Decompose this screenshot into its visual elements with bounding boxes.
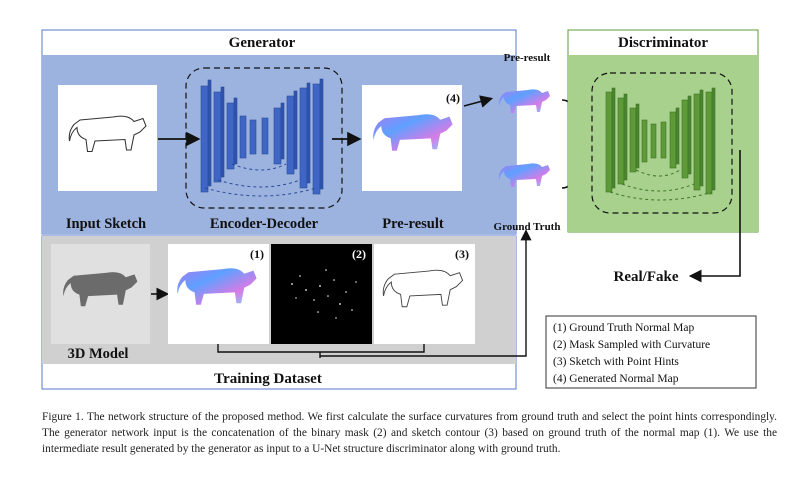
marker-1: (1) bbox=[250, 247, 264, 261]
legend-item-3: (3) Sketch with Point Hints bbox=[553, 356, 679, 368]
ground-truth-normal-image bbox=[168, 244, 269, 344]
discriminator-title: Discriminator bbox=[618, 35, 708, 51]
preresult-label: Pre-result bbox=[382, 216, 444, 232]
legend-item-2: (2) Mask Sampled with Curvature bbox=[553, 339, 710, 351]
preresult-marker: (4) bbox=[446, 91, 460, 105]
marker-3: (3) bbox=[455, 247, 469, 261]
network-diagram: Generator Input Sketch Encoder- bbox=[41, 29, 759, 390]
discriminator-skip-connections bbox=[609, 169, 713, 201]
discriminator-panel: Discriminator bbox=[567, 29, 759, 233]
generator-panel: Generator Input Sketch Encoder- bbox=[41, 29, 517, 235]
encoder-decoder-label: Encoder-Decoder bbox=[210, 216, 319, 232]
3d-model-label: 3D Model bbox=[68, 346, 129, 362]
sketch-with-hints-image bbox=[374, 244, 475, 344]
skip-connections bbox=[204, 163, 317, 197]
training-dataset-title: Training Dataset bbox=[214, 371, 322, 387]
input-sketch-image bbox=[58, 85, 157, 191]
curvature-mask-image bbox=[271, 244, 372, 344]
legend-item-1: (1) Ground Truth Normal Map bbox=[553, 322, 694, 334]
discriminator-frame bbox=[591, 72, 733, 214]
discriminator-blocks bbox=[605, 87, 716, 195]
figure-caption: Figure 1. The network structure of the p… bbox=[42, 411, 777, 455]
arrow-dataset-to-ground-truth bbox=[320, 229, 532, 357]
encoder-decoder-blocks bbox=[200, 78, 324, 195]
encoder-decoder-frame bbox=[185, 67, 343, 209]
dataset-brace bbox=[217, 344, 425, 358]
mask-points bbox=[291, 269, 357, 319]
arrow-to-real-fake bbox=[688, 150, 741, 283]
ground-truth-label: Ground Truth bbox=[494, 221, 561, 233]
arrow-preresult-out bbox=[463, 95, 494, 108]
middle-preresult-label: Pre-result bbox=[504, 52, 551, 64]
legend-item-4: (4) Generated Normal Map bbox=[553, 373, 679, 385]
legend: (1) Ground Truth Normal Map (2) Mask Sam… bbox=[545, 315, 757, 389]
training-dataset-panel: 3D Model (1) (2) (3) Training Dataset bbox=[41, 235, 517, 390]
marker-2: (2) bbox=[352, 247, 366, 261]
generator-title: Generator bbox=[229, 35, 296, 51]
real-fake-label: Real/Fake bbox=[614, 269, 679, 285]
input-sketch-label: Input Sketch bbox=[66, 216, 146, 232]
